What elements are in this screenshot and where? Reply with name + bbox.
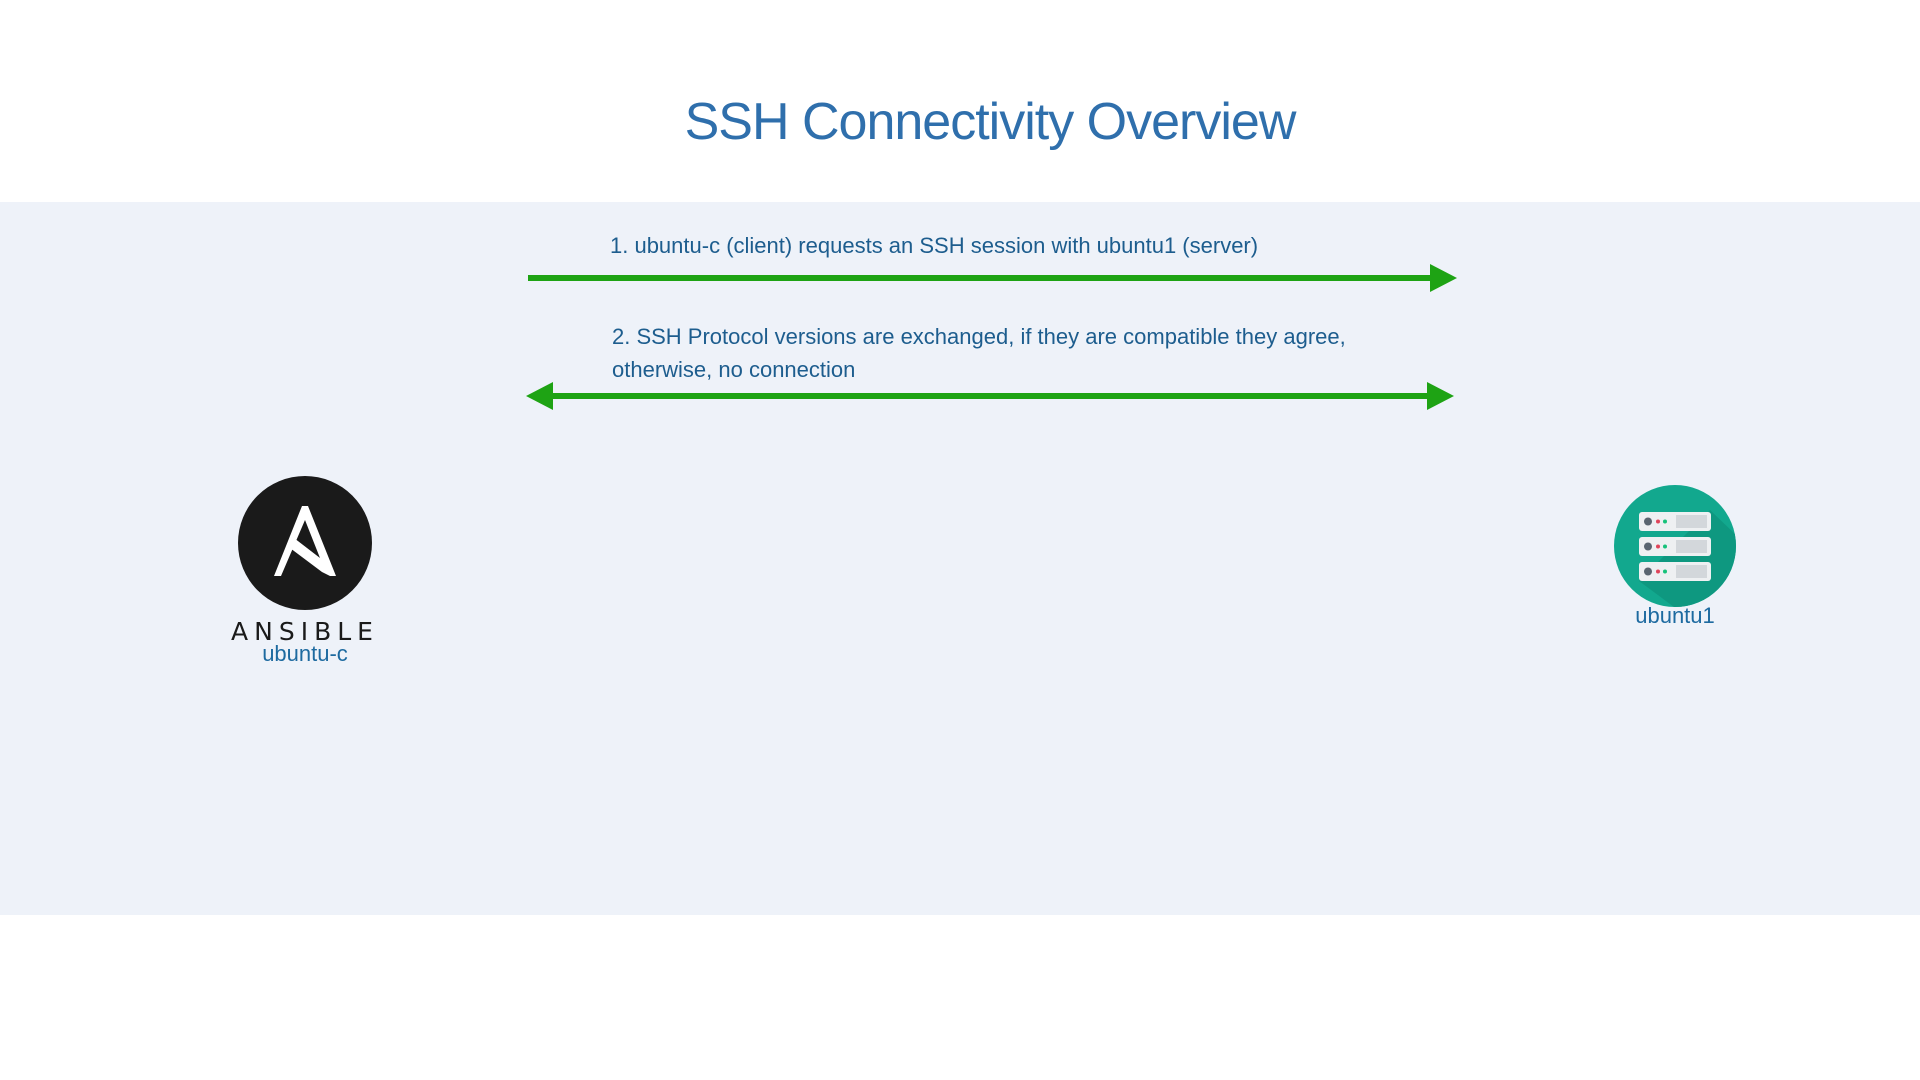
ansible-logo-icon <box>238 476 372 610</box>
step-1-text: 1. ubuntu-c (client) requests an SSH ses… <box>610 233 1259 258</box>
step-2-text: 2. SSH Protocol versions are exchanged, … <box>612 324 1346 382</box>
page-title: SSH Connectivity Overview <box>684 93 1297 151</box>
client-label: ubuntu-c <box>262 641 348 666</box>
server-label: ubuntu1 <box>1635 603 1715 628</box>
ansible-wordmark: ANSIBLE <box>231 617 379 646</box>
server-rack-icon <box>1614 485 1736 607</box>
